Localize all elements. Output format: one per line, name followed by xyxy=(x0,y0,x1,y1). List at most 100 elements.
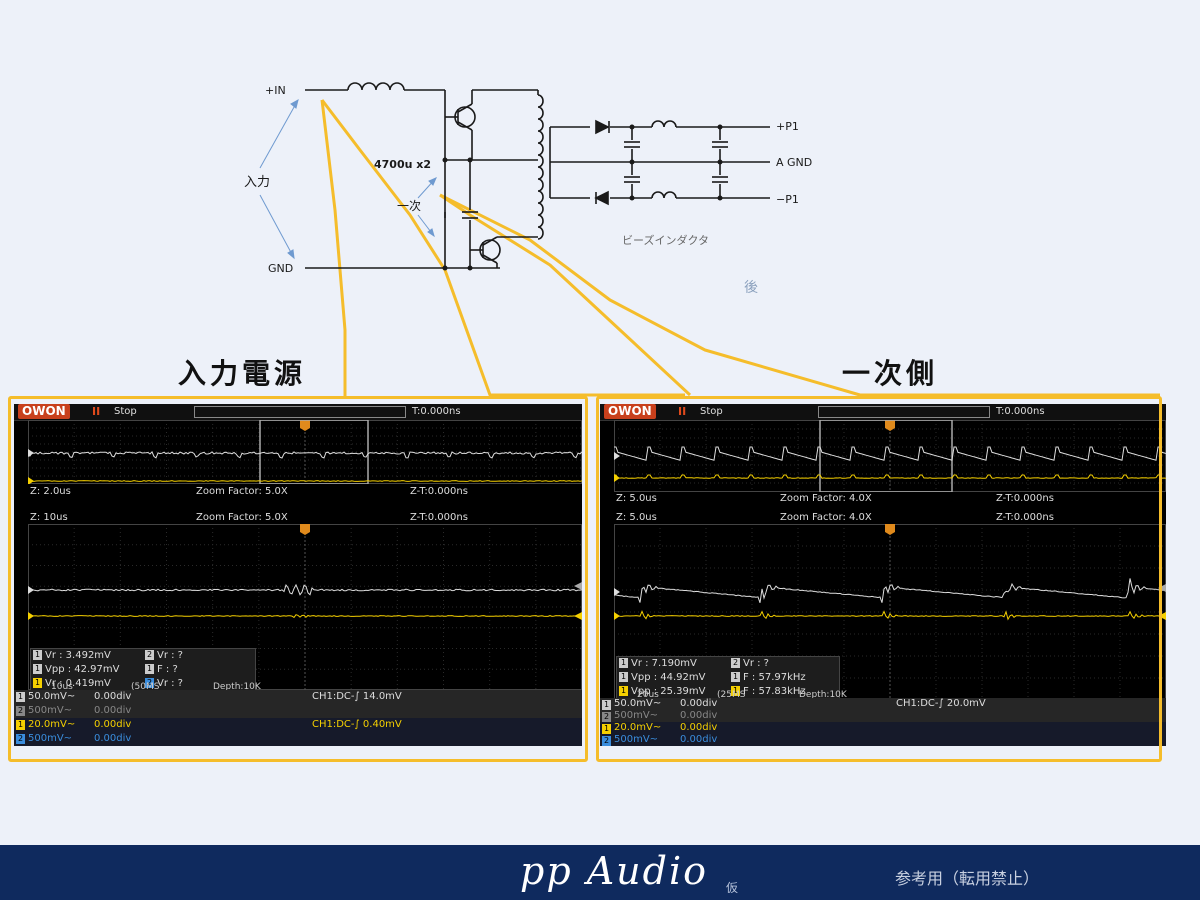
usage-notice: 参考用（転用禁止） xyxy=(895,869,1040,888)
trigger-time: T:0.000ns xyxy=(412,406,461,417)
ch1-trace-yellow xyxy=(614,474,1166,479)
scope-top-bar: OWON II Stop T:0.000ns xyxy=(600,404,1166,421)
top-waveform-plot xyxy=(614,420,1166,492)
run-state: Stop xyxy=(700,406,723,417)
channel-number-tag: 1 xyxy=(16,720,25,730)
oscilloscope-screen-primary: OWON II Stop T:0.000ns Z: 5.0us Zoom Fac… xyxy=(600,404,1166,746)
bottom-zoom-zt: Z-T:0.000ns xyxy=(410,512,468,523)
ch1-marker-white xyxy=(28,586,34,594)
channel-number-tag: 2 xyxy=(16,734,25,744)
callout-lines xyxy=(320,99,1160,398)
heading-primary-side: 一次側 xyxy=(842,357,939,390)
node-dots xyxy=(442,124,723,271)
channel-number-tag: 1 xyxy=(602,724,611,734)
ch1-marker-yellow xyxy=(614,612,620,620)
channel-scale: 500mV~ xyxy=(614,734,659,745)
circuit-diagram: +IN GND 入力 4700u x2 一次 +P1 A GND −P1 ビーズ… xyxy=(244,82,1160,398)
run-state: Stop xyxy=(114,406,137,417)
out-minus-label: −P1 xyxy=(776,193,799,206)
bottom-zoom-z: Z: 10us xyxy=(30,512,68,523)
ch1-marker-yellow xyxy=(28,612,34,620)
ch1-marker-white xyxy=(614,452,620,460)
trigger-setting: CH1:DC-∫ 0.40mV xyxy=(312,719,402,730)
bottom-zoom-factor: Zoom Factor: 5.0X xyxy=(196,512,288,523)
brand-logo: pp Audio xyxy=(520,849,709,893)
trigger-marker-icon xyxy=(885,420,895,431)
ch1-trace-yellow xyxy=(28,480,582,482)
top-waveform-plot xyxy=(28,420,582,484)
input-label: 入力 xyxy=(244,175,270,190)
bead-inductor-upper-icon xyxy=(651,120,677,128)
owon-logo: OWON xyxy=(18,404,70,419)
right-level-marker-white xyxy=(574,582,582,590)
channel-number-tag: 1 xyxy=(602,700,611,710)
timebase-bar xyxy=(818,406,990,418)
right-level-marker-white xyxy=(1158,584,1166,592)
oscilloscope-screen-input: OWON II Stop T:0.000ns Z: 2.0us Zoom Fac… xyxy=(14,404,582,746)
trigger-setting: CH1:DC-∫ 14.0mV xyxy=(312,691,402,702)
channel-offset: 0.00div xyxy=(94,705,132,716)
top-zoom-factor: Zoom Factor: 5.0X xyxy=(196,486,288,497)
zoom-window xyxy=(259,420,369,484)
right-level-marker-yellow xyxy=(574,612,582,620)
ch1-trace-white xyxy=(28,451,582,459)
diode-lower-icon xyxy=(594,190,609,206)
scope-top-bar: OWON II Stop T:0.000ns xyxy=(14,404,582,421)
ch1-marker-yellow xyxy=(614,474,620,482)
callout-primary-top xyxy=(439,193,1160,397)
callout-input-left xyxy=(320,99,347,398)
channel-scale: 20.0mV~ xyxy=(614,722,662,733)
bottom-zoom-zt: Z-T:0.000ns xyxy=(996,512,1054,523)
overlap-depth: Depth:10K xyxy=(799,690,847,700)
trigger-time: T:0.000ns xyxy=(996,406,1045,417)
agnd-label: A GND xyxy=(776,156,812,169)
channel-offset: 0.00div xyxy=(94,733,132,744)
after-label: 後 xyxy=(744,280,758,296)
overlap-timebase: 10us xyxy=(51,682,73,692)
ch1-marker-white xyxy=(28,449,34,457)
ch1-marker-yellow xyxy=(28,477,34,484)
top-zoom-zt: Z-T:0.000ns xyxy=(410,486,468,497)
primary-label: 一次 xyxy=(397,199,421,213)
channel-offset: 0.00div xyxy=(680,722,718,733)
channel-scale: 20.0mV~ xyxy=(28,719,76,730)
bottom-zoom-z: Z: 5.0us xyxy=(616,512,657,523)
callout-input-right xyxy=(320,99,685,397)
input-inductor-icon xyxy=(347,82,405,91)
pause-icon: II xyxy=(92,405,101,418)
trigger-marker-icon xyxy=(300,524,310,535)
ch1-trace-white xyxy=(28,583,582,596)
in-plus-label: +IN xyxy=(265,84,286,97)
transformer-icon xyxy=(537,94,544,240)
bead-inductor-label: ビーズインダクタ xyxy=(622,233,709,247)
footer-bar: pp Audio 仮 参考用（転用禁止） xyxy=(0,845,1200,900)
out-plus-label: +P1 xyxy=(776,120,799,133)
channel-scale: 500mV~ xyxy=(28,705,73,716)
top-zoom-zt: Z-T:0.000ns xyxy=(996,493,1054,504)
top-zoom-factor: Zoom Factor: 4.0X xyxy=(780,493,872,504)
channel-offset: 0.00div xyxy=(680,710,718,721)
right-level-marker-yellow xyxy=(1158,612,1166,620)
trigger-setting: CH1:DC-∫ 20.0mV xyxy=(896,698,986,709)
channel-scale: 50.0mV~ xyxy=(28,691,76,702)
ch1-marker-white xyxy=(614,588,620,596)
overlap-depth: Depth:10K xyxy=(213,682,261,692)
ch1-trace-white xyxy=(614,578,1166,603)
timebase-bar xyxy=(194,406,406,418)
